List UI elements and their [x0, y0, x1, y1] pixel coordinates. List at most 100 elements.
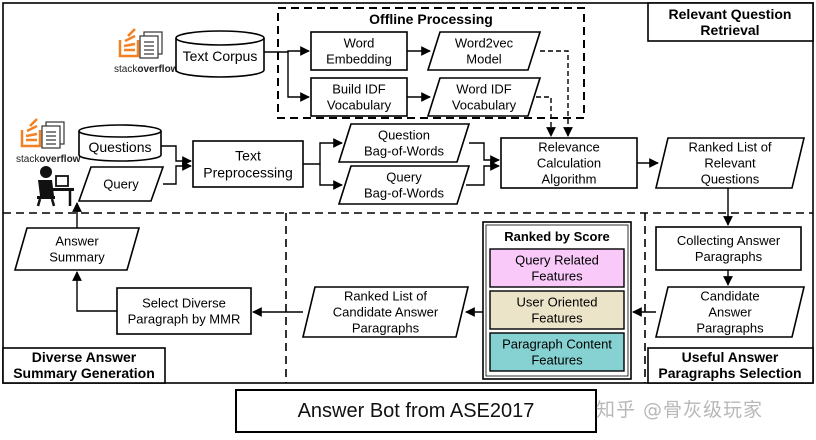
questions-label: Questions [88, 139, 151, 155]
summary-title-box [2, 347, 166, 384]
relevance-algorithm-label-line1: Relevance [538, 140, 599, 155]
ranked-candidates-label-line3: Paragraphs [352, 321, 420, 336]
ranked-by-score-title: Ranked by Score [504, 229, 610, 244]
candidate-paragraphs-label-line1: Candidate [700, 289, 759, 304]
query-label-line1: Query [103, 177, 139, 192]
feature-3-label-line2: Features [531, 353, 583, 368]
arrow-query-to-preprocessing [163, 161, 192, 185]
select-mmr-label-line1: Select Diverse [142, 296, 226, 311]
summary-title-line1: Diverse Answer [32, 349, 137, 365]
word2vec-model-label-line1: Word2vec [455, 36, 514, 51]
query-node: Query [77, 166, 165, 202]
summary-title-line2: Summary Generation [13, 365, 155, 381]
ranked-questions-label-line2: Relevant [704, 156, 756, 171]
text-preprocessing-label-line2: Preprocessing [203, 164, 293, 180]
feature-3-label-line1: Paragraph Content [502, 337, 612, 352]
relevance-algorithm-label-line3: Algorithm [542, 172, 597, 187]
retrieval-title-line2: Retrieval [700, 22, 759, 38]
text-preprocessing-label-line1: Text [235, 147, 261, 163]
answer-bot-diagram: Relevant Question Retrieval Diverse Answ… [2, 2, 814, 384]
text-corpus-label: Text Corpus [183, 48, 258, 64]
build-idf-label-line2: Vocabulary [327, 98, 392, 113]
answer-summary-label-line1: Answer [55, 234, 99, 249]
retrieval-title-line1: Relevant Question [669, 6, 792, 22]
selection-title-line2: Paragraphs Selection [658, 365, 801, 381]
feature-1-label-line1: Query Related [515, 253, 599, 268]
ranked-candidates-label-line2: Candidate Answer [333, 305, 439, 320]
logo-text-top: stackoverflow [114, 64, 179, 75]
select-mmr-label-line2: Paragraph by MMR [128, 312, 241, 327]
ranked-candidates-label-line1: Ranked List of [344, 289, 427, 304]
candidate-paragraphs-label-line3: Paragraphs [696, 321, 764, 336]
selection-title-box [647, 347, 814, 384]
offline-processing-title: Offline Processing [369, 11, 493, 27]
watermark: 知乎 @骨灰级玩家 [596, 399, 764, 421]
query-bow-label-line1: Query [386, 170, 422, 185]
arrow-word2vec-to-relevance [540, 50, 573, 137]
ranked-questions-label-line1: Ranked List of [688, 140, 771, 155]
text-corpus-db [175, 30, 265, 78]
region-titles: Relevant Question Retrieval Diverse Answ… [2, 2, 814, 384]
selection-title-line1: Useful Answer [682, 349, 779, 365]
arrow-wordidf-to-relevance [536, 96, 556, 137]
logo-documents-icon [41, 121, 65, 149]
feature-2-label-line2: Features [531, 311, 583, 326]
frame [2, 2, 814, 384]
arrow-questions-to-preprocessing [161, 145, 192, 166]
arrow-preprocessing-to-query-bow [319, 164, 343, 190]
arrow-preprocessing-to-question-bow [303, 138, 343, 165]
word-embedding-label-line2: Embedding [326, 52, 392, 67]
question-bow-label-line2: Bag-of-Words [364, 144, 444, 159]
arrow-question-bow-to-relevance [469, 142, 500, 165]
logo-documents-icon [139, 31, 163, 59]
answer-summary-label-line2: Summary [49, 250, 105, 265]
candidate-paragraphs-label-line2: Answer [708, 305, 752, 320]
stackoverflow-logo-middle [20, 118, 65, 149]
word-idf-label-line2: Vocabulary [452, 98, 517, 113]
arrow-corpus-to-idf [287, 52, 310, 102]
collecting-paragraphs-label-line1: Collecting Answer [677, 233, 781, 248]
logo-text-middle: stackoverflow [16, 154, 81, 165]
word-idf-label-line1: Word IDF [456, 82, 511, 97]
caption: Answer Bot from ASE2017 [235, 389, 597, 433]
outer-border [2, 2, 814, 384]
questions-db [78, 124, 162, 162]
logo-tray-icon [118, 28, 140, 58]
word-embedding-label-line1: Word [344, 36, 375, 51]
arrow-query-bow-to-relevance [466, 161, 500, 186]
arrow-mmr-to-summary [72, 271, 117, 312]
word2vec-model-label-line2: Model [466, 52, 502, 67]
feature-1-label-line2: Features [531, 269, 583, 284]
question-bow-label-line1: Question [378, 128, 430, 143]
relevance-algorithm-label-line2: Calculation [537, 156, 601, 171]
feature-2-label-line1: User Oriented [517, 295, 598, 310]
retrieval-title-box [647, 2, 814, 42]
query-bow-label-line2: Bag-of-Words [364, 186, 444, 201]
build-idf-label-line1: Build IDF [332, 82, 386, 97]
connectors [72, 46, 733, 317]
ranked-questions-label-line3: Questions [701, 172, 760, 187]
logo-tray-icon [20, 118, 42, 148]
collecting-paragraphs-label-line2: Paragraphs [695, 249, 763, 264]
user-at-desk-icon [36, 166, 74, 207]
stackoverflow-logo-top [118, 28, 163, 59]
arrow-corpus-to-embedding [264, 46, 310, 56]
